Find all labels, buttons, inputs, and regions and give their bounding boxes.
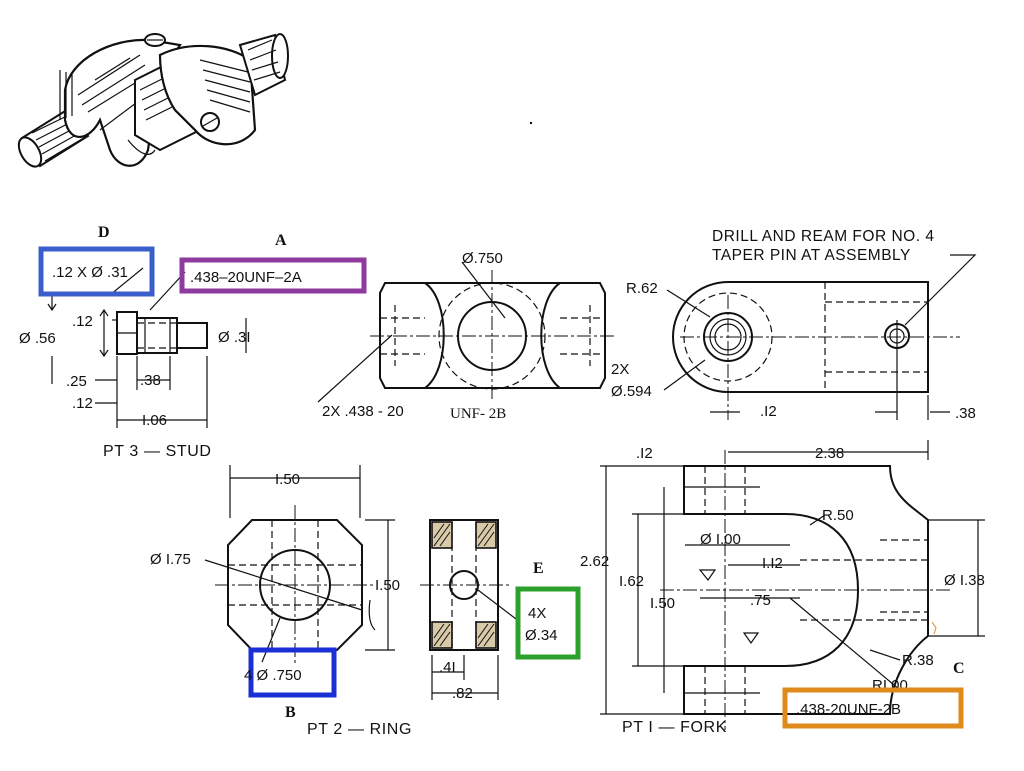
stud-dim-d25: .25 xyxy=(66,373,87,390)
ring-dim-d41: .4I xyxy=(439,659,456,676)
fork-side-d594: Ø.594 xyxy=(611,383,652,400)
callout-a-box xyxy=(179,257,367,294)
fork-side-d12: .I2 xyxy=(760,403,777,420)
fork-note-line2: TAPER PIN AT ASSEMBLY xyxy=(712,247,911,264)
fork-top-view xyxy=(600,440,985,730)
fork-dim-d262: 2.62 xyxy=(580,553,609,570)
fork-dim-r38: R.38 xyxy=(902,652,934,669)
fork-dim-r50: R.50 xyxy=(822,507,854,524)
body-view xyxy=(317,261,615,403)
callout-d-text: .12 X Ø .31 xyxy=(52,264,128,281)
stud-shank xyxy=(176,322,208,349)
ring-dim-d150-top: I.50 xyxy=(275,471,300,488)
fork-dim-d100: Ø I.00 xyxy=(700,531,741,548)
fork-side-d38: .38 xyxy=(955,405,976,422)
ring-dim-d175: Ø I.75 xyxy=(150,551,191,568)
fork-side-view xyxy=(663,254,977,420)
stud-dim-d12-top: .12 xyxy=(72,313,93,330)
callout-e-box xyxy=(515,586,581,660)
body-dim-dia750: Ø.750 xyxy=(462,250,503,267)
stud-view xyxy=(47,267,247,428)
callout-c-text: .438-20UNF-2B xyxy=(796,701,901,718)
ring-title: PT 2 — RING xyxy=(307,721,412,738)
fork-dim-d112: I.I2 xyxy=(762,555,783,572)
callout-e-letter: E xyxy=(533,560,544,577)
callout-d-letter: D xyxy=(98,224,110,241)
fork-side-r62: R.62 xyxy=(626,280,658,297)
callout-a-text: .438–20UNF–2A xyxy=(190,269,302,286)
fork-dim-d162: I.62 xyxy=(619,573,644,590)
stud-dim-d38: .38 xyxy=(140,372,161,389)
assembly-isometric-sketch xyxy=(17,33,289,168)
callout-c-box xyxy=(782,687,964,729)
stray-dot xyxy=(529,121,533,125)
body-thread-note-b: UNF- 2B xyxy=(450,406,506,422)
callout-a-letter: A xyxy=(275,232,287,249)
callout-b-text: 4 Ø .750 xyxy=(244,667,302,684)
callout-b-letter: B xyxy=(285,704,296,721)
fork-title: PT I — FORK xyxy=(622,719,727,736)
callout-c-letter: C xyxy=(953,660,965,677)
fork-note-line1: DRILL AND REAM FOR NO. 4 xyxy=(712,228,934,245)
fork-dim-d138: Ø I.38 xyxy=(944,572,985,589)
callout-e-text-line1: 4X xyxy=(528,605,546,622)
fork-side-2x: 2X xyxy=(611,361,629,378)
fork-dim-d150: I.50 xyxy=(650,595,675,612)
callout-d-box xyxy=(38,246,155,297)
stud-title: PT 3 — STUD xyxy=(103,443,212,460)
body-thread-note-a: 2X .438 - 20 xyxy=(322,403,404,420)
fork-dim-d12: .I2 xyxy=(636,445,653,462)
ring-dim-d150-right: I.50 xyxy=(375,577,400,594)
ring-dim-d82: .82 xyxy=(452,685,473,702)
stud-dim-d106: I.06 xyxy=(142,412,167,429)
callout-c-marker xyxy=(931,621,937,635)
callout-b-box xyxy=(248,647,337,698)
fork-dim-d75: .75 xyxy=(750,592,771,609)
ring-section-view xyxy=(420,519,521,700)
stud-dim-d31: Ø .3I xyxy=(218,329,251,346)
stud-dim-d56: Ø .56 xyxy=(19,330,56,347)
fork-dim-d238: 2.38 xyxy=(815,445,844,462)
stud-dim-d12-bot: .12 xyxy=(72,395,93,412)
callout-e-text-line2: Ø.34 xyxy=(525,627,558,644)
ring-view xyxy=(204,465,395,665)
